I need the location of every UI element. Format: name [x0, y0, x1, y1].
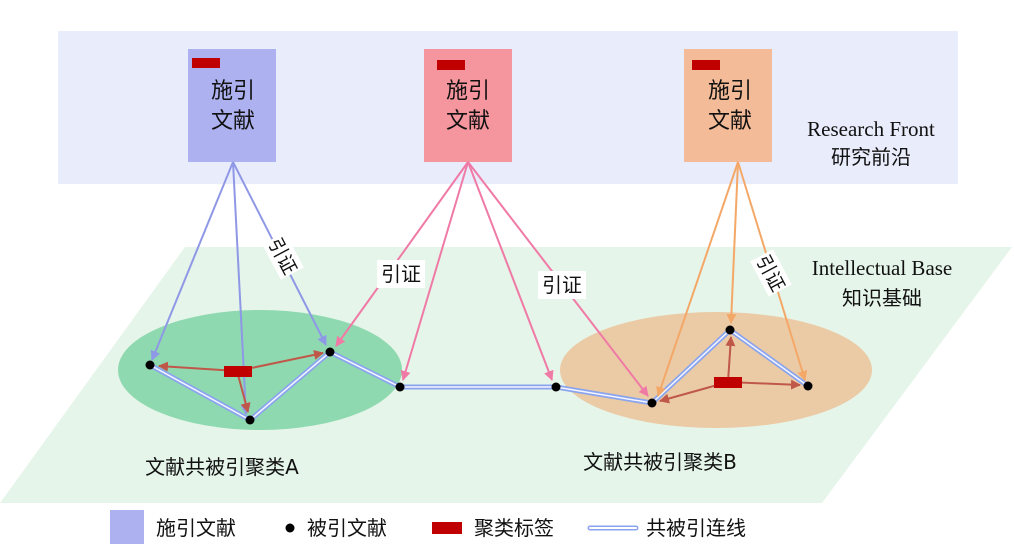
cluster-label-mark [692, 60, 720, 70]
cluster-a-label-mark [224, 366, 252, 377]
legend-cocite-label: 共被引连线 [646, 516, 746, 540]
cluster-a-name: 文献共被引聚类A [145, 455, 299, 479]
citing-doc-a-line2: 文献 [211, 109, 255, 134]
svg-text:引证: 引证 [542, 273, 582, 297]
cited-node [551, 382, 561, 392]
cited-node [395, 382, 405, 392]
arrow-b-to-a-right [335, 161, 469, 347]
cluster-a-ellipse [118, 310, 402, 430]
cocitation-lines [147, 326, 811, 424]
citing-doc-a-line1: 施引 [211, 79, 255, 104]
legend: 施引文献 被引文献 聚类标签 共被引连线 [110, 510, 746, 544]
svg-text:引证: 引证 [381, 262, 421, 286]
legend-cluster-label-label: 聚类标签 [474, 516, 554, 540]
citing-doc-c-line1: 施引 [708, 79, 752, 104]
cited-nodes [145, 325, 813, 425]
legend-cluster-label-swatch [432, 522, 462, 534]
cluster-b-label-mark [714, 377, 742, 388]
cocite-line-inner [149, 329, 809, 421]
legend-citing-label: 施引文献 [156, 516, 236, 540]
citing-doc-b-line2: 文献 [446, 109, 490, 134]
cluster-b-name: 文献共被引聚类B [583, 450, 737, 474]
research-front-subtitle: 研究前沿 [831, 145, 911, 169]
arrow-a-to-left [150, 161, 234, 361]
cluster-label-mark [192, 58, 220, 68]
cited-node [145, 360, 155, 370]
cite-label-b1: 引证 [377, 260, 425, 288]
label-a-to-bottom [236, 370, 251, 413]
arrow-c-to-b-left [656, 161, 739, 397]
intellectual-base-title: Intellectual Base [812, 256, 953, 280]
cluster-label-mark [437, 60, 465, 70]
citing-doc-b-line1: 施引 [446, 79, 490, 104]
arrow-b-to-mid-left [400, 161, 469, 381]
cluster-b-ellipse [560, 312, 872, 428]
cited-node [725, 325, 735, 335]
research-front-title: Research Front [807, 117, 935, 141]
cited-node [325, 347, 335, 357]
cited-node [647, 398, 657, 408]
legend-citing-swatch [110, 510, 144, 544]
cite-label-b2: 引证 [538, 271, 586, 299]
legend-cited-dot [285, 523, 295, 533]
cited-node [245, 415, 255, 425]
arrow-b-to-mid-right [467, 161, 554, 381]
cited-node [803, 381, 813, 391]
citing-doc-c-line2: 文献 [708, 109, 752, 134]
label-b-to-top [725, 336, 736, 383]
legend-cited-label: 被引文献 [307, 516, 387, 540]
intellectual-base-subtitle: 知识基础 [842, 286, 922, 310]
arrow-c-to-b-top [726, 161, 739, 324]
